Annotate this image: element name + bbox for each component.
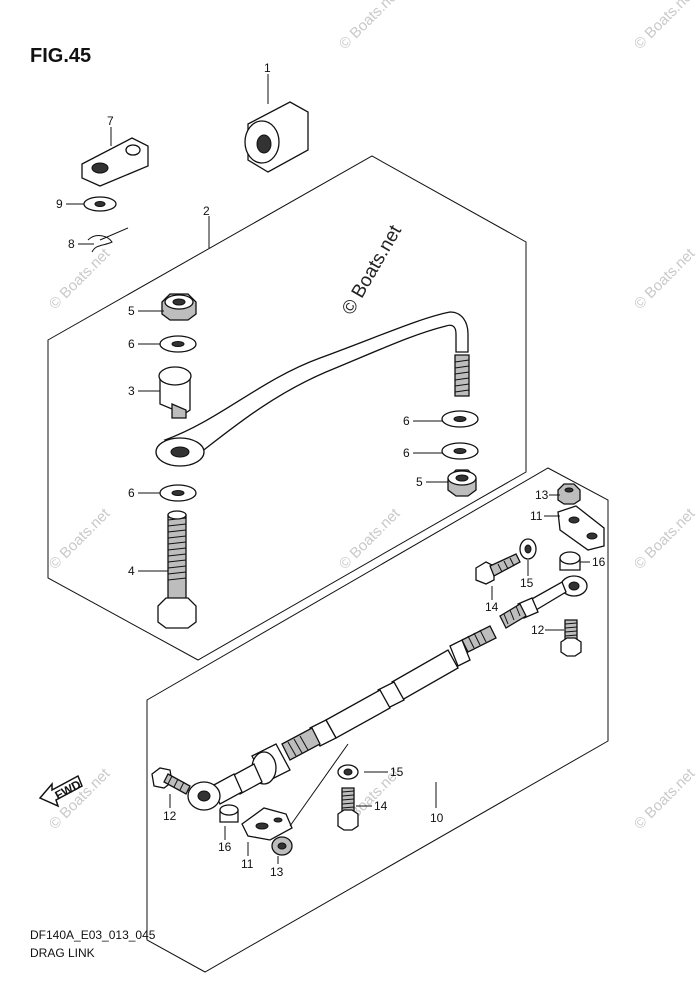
callout-15-left: 15 (390, 765, 404, 779)
bushing-part-1 (244, 101, 309, 173)
callout-10: 10 (430, 811, 444, 825)
callout-6-a: 6 (128, 337, 135, 351)
bolt-part-14-left (337, 787, 359, 831)
watermark-text: © Boats.net (336, 505, 404, 573)
callout-7: 7 (107, 114, 114, 128)
washer-part-9 (83, 196, 117, 212)
figure-code: DF140A_E03_013_045 (30, 928, 156, 942)
callout-1: 1 (264, 61, 271, 75)
upper-group-outline (47, 155, 527, 661)
callout-9: 9 (56, 197, 63, 211)
watermark-text: © Boats.net (631, 245, 696, 313)
nut-part-13-left (271, 836, 293, 856)
watermark-text: © Boats.net (46, 505, 114, 573)
nut-part-5-right (447, 469, 477, 497)
callout-16-left: 16 (218, 840, 232, 854)
leader-lines (66, 74, 590, 864)
bracket-part-11-left (241, 807, 293, 841)
bolt-part-12-right (560, 619, 582, 657)
callout-5-upper: 5 (128, 304, 135, 318)
clip-part-8 (87, 227, 129, 253)
bracket-part-7 (81, 137, 149, 187)
main-watermark: © Boats.net (338, 221, 406, 318)
bolt-part-12-left (151, 767, 191, 795)
washer-part-15-right (519, 538, 537, 560)
spacer-part-16-left (219, 804, 239, 823)
callout-14-right: 14 (485, 600, 499, 614)
nut-part-13-right (557, 483, 581, 505)
watermark-text: © Boats.net (631, 765, 696, 833)
watermark-text: © Boats.net (46, 245, 114, 313)
callout-5-right: 5 (416, 475, 423, 489)
callout-13-right: 13 (535, 488, 549, 502)
bracket-part-11-right (557, 505, 605, 551)
figure-name: DRAG LINK (30, 946, 95, 960)
callout-3: 3 (128, 384, 135, 398)
rod-end-right (499, 575, 588, 629)
callout-12-left: 12 (163, 809, 177, 823)
callout-12-right: 12 (531, 623, 545, 637)
nut-part-5-upper (161, 293, 197, 321)
callout-4: 4 (128, 564, 135, 578)
bolt-part-4 (157, 510, 197, 629)
figure-title: FIG.45 (30, 45, 91, 67)
callout-11-left: 11 (241, 857, 254, 871)
bolt-part-14-right (475, 553, 521, 585)
callout-15-right: 15 (520, 576, 534, 590)
collar-part-3 (158, 366, 192, 419)
drag-link-rod (211, 625, 497, 805)
callout-8: 8 (68, 237, 75, 251)
callout-16-right: 16 (592, 555, 606, 569)
rod-end-left (187, 781, 221, 811)
callout-6-c: 6 (403, 446, 410, 460)
drag-rod-part-2 (155, 311, 470, 467)
callout-labels: 1 2 3 4 5 5 6 6 6 6 7 8 9 10 11 11 12 12… (56, 61, 606, 879)
callout-13-left: 13 (270, 865, 284, 879)
callout-2: 2 (203, 204, 210, 218)
guide-line (289, 743, 349, 827)
watermark-text: © Boats.net (336, 0, 404, 53)
callout-6-b: 6 (403, 414, 410, 428)
callout-6-d: 6 (128, 486, 135, 500)
spacer-part-16-right (559, 551, 581, 571)
watermark-text: © Boats.net (631, 0, 696, 53)
lower-group-outline (146, 467, 609, 973)
washer-part-6-d (159, 484, 197, 502)
callout-14-left: 14 (374, 799, 388, 813)
washer-part-6-a (159, 335, 197, 353)
callout-11-right: 11 (530, 509, 543, 523)
washer-part-6-b (441, 410, 479, 428)
washer-part-15-left (337, 764, 359, 780)
watermark-text: © Boats.net (631, 505, 696, 573)
washer-part-6-c (441, 442, 479, 460)
